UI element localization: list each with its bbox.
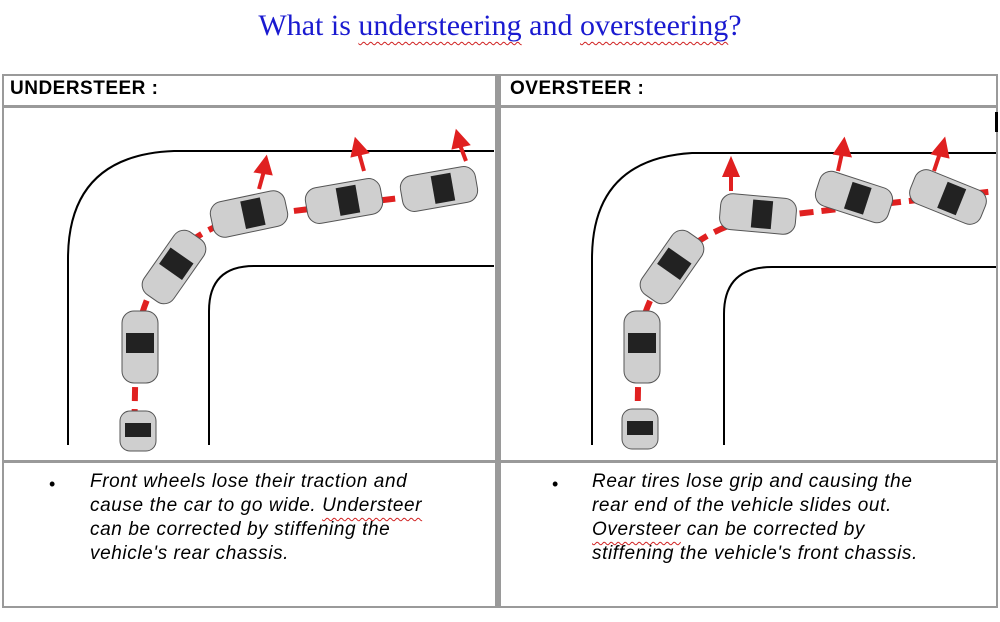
oversteer-heading: OVERSTEER : (510, 78, 645, 99)
road-inner-edge (723, 266, 996, 445)
title-word-understeering: understeering (358, 9, 522, 42)
road-inner-edge (208, 265, 494, 445)
direction-arrows (721, 136, 950, 191)
understeer-bullet: • (49, 474, 56, 494)
title-word-oversteering: oversteering (579, 9, 729, 42)
understeer-term: Understeer (322, 495, 423, 516)
understeer-description: Front wheels lose their traction and cau… (90, 471, 423, 564)
understeer-heading: UNDERSTEER : (10, 78, 159, 99)
car-icons (621, 169, 987, 450)
car-trajectory (131, 186, 475, 446)
car-icons (119, 166, 479, 452)
oversteer-term: Oversteer (592, 519, 681, 540)
comparison-table: UNDERSTEER : OVERSTEER : (2, 74, 998, 608)
column-divider (495, 76, 501, 606)
understeer-diagram (67, 128, 494, 452)
road-outer-edge (591, 152, 996, 445)
road-outer-edge (67, 150, 494, 445)
direction-arrows (253, 128, 471, 190)
oversteer-bullet: • (552, 474, 559, 494)
oversteer-description: Rear tires lose grip and causing the rea… (592, 471, 918, 564)
text-cursor (995, 112, 998, 132)
oversteer-diagram (591, 136, 996, 450)
page-title: What is understeering and oversteering? (258, 9, 742, 42)
car-trajectory (634, 188, 996, 446)
